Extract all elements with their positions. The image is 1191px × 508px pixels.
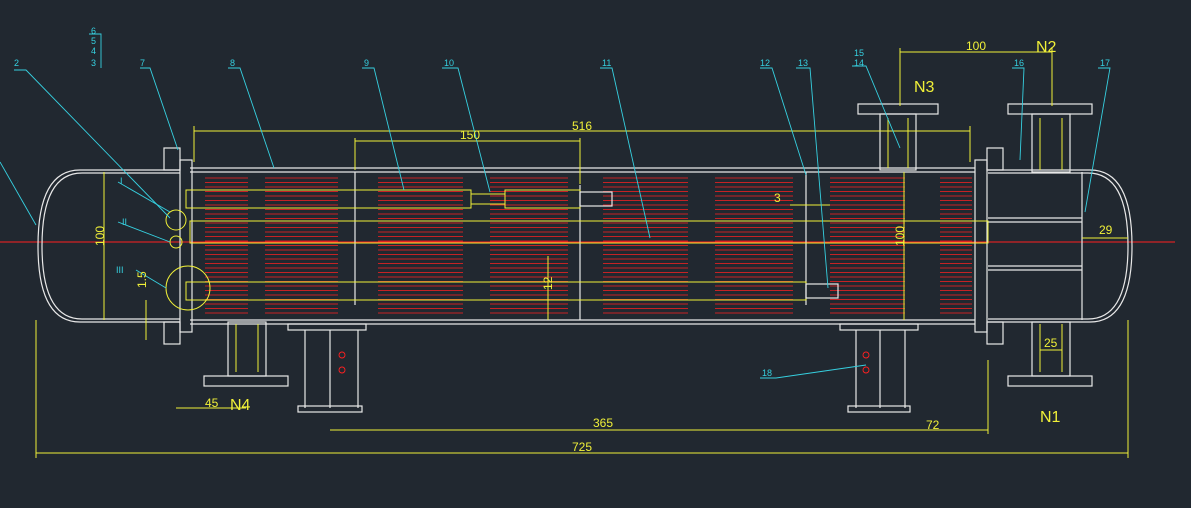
part-13: 13 [798,58,808,68]
dim-150: 150 [460,128,480,142]
part-3: 3 [91,58,96,68]
part-4: 4 [91,46,96,56]
nozzle-n3 [857,103,939,171]
part-17: 17 [1100,58,1110,68]
saddle-left [287,323,367,413]
dim-516: 516 [572,119,592,133]
dimension-lines [35,48,1129,458]
tubes [185,189,989,301]
part-7: 7 [140,58,145,68]
dim-3: 3 [774,191,781,205]
detail-label-3: III [116,265,124,275]
part-18: 18 [762,368,772,378]
nozzle-n1 [1007,321,1093,387]
part-15: 15 [854,48,864,58]
dim-100-left: 100 [93,226,107,246]
detail-circle-3 [165,265,211,311]
part-2: 2 [14,58,19,68]
part-8: 8 [230,58,235,68]
detail-label-1: I [120,176,123,186]
dim-25: 25 [1044,336,1058,350]
part-14: 14 [854,58,864,68]
saddle-right [839,323,919,413]
dim-12: 12 [541,276,555,290]
leader-lines [0,33,1111,379]
tie-rod-nut-bottom [805,283,839,299]
part-16: 16 [1014,58,1024,68]
dim-29: 29 [1099,223,1113,237]
dim-100-top: 100 [966,39,986,53]
detail-circle-1 [165,209,187,231]
nozzle-label-n3: N3 [914,79,935,96]
part-5: 5 [91,36,96,46]
nozzle-n2 [1007,103,1093,173]
dim-100-right: 100 [893,226,907,246]
tie-rod-nut-top [579,191,613,207]
nozzle-label-n4: N4 [230,397,251,414]
part-11: 11 [602,58,611,68]
dim-365: 365 [593,416,613,430]
nozzle-label-n1: N1 [1040,409,1061,426]
nozzle-label-n2: N2 [1036,39,1057,56]
tube-bundle-hatch [205,177,972,314]
detail-label-2: II [122,217,127,227]
part-6: 6 [91,26,96,36]
part-9: 9 [364,58,369,68]
part-12: 12 [760,58,770,68]
dim-1-5: 1.5 [135,271,149,288]
part-10: 10 [444,58,454,68]
nozzle-n4 [203,321,289,387]
dim-725: 725 [572,440,592,454]
shell [37,147,1133,345]
dim-72: 72 [926,418,940,432]
dim-45: 45 [205,396,219,410]
